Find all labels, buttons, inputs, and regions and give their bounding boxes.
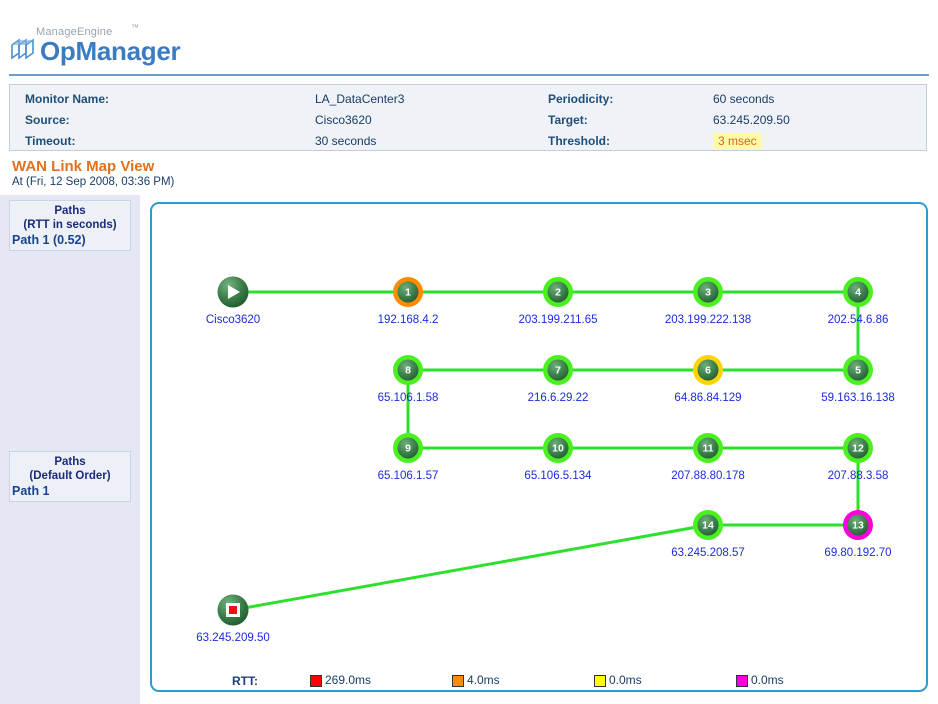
info-value-source: Cisco3620: [315, 113, 372, 127]
paths-default-item-path-1[interactable]: Path 1: [12, 484, 50, 498]
rtt-legend-value: 4.0ms: [467, 673, 500, 687]
map-node-label: 69.80.192.70: [824, 547, 892, 559]
map-node-label: 59.163.16.138: [821, 392, 895, 404]
map-node-number: 12: [852, 443, 864, 455]
map-node-number: 14: [702, 520, 714, 532]
map-node-label: 192.168.4.2: [377, 314, 439, 326]
map-node-5[interactable]: 5: [843, 355, 873, 385]
stop-square-icon: [229, 606, 237, 614]
map-node-label: 202.54.6.86: [827, 314, 889, 326]
monitor-info-panel: Monitor Name: LA_DataCenter3 Source: Cis…: [9, 84, 927, 151]
info-label-threshold: Threshold:: [548, 134, 610, 148]
map-start-node-label: Cisco3620: [205, 314, 261, 326]
map-node-4[interactable]: 4: [843, 277, 873, 307]
map-node-number: 3: [705, 287, 711, 299]
page-timestamp: At (Fri, 12 Sep 2008, 03:36 PM): [12, 176, 175, 188]
paths-rtt-heading-line2: (RTT in seconds): [23, 219, 117, 231]
map-node-11[interactable]: 11: [693, 433, 723, 463]
map-node-label: 64.86.84.129: [674, 392, 742, 404]
trademark-symbol: ™: [131, 23, 139, 32]
paths-default-panel: Paths (Default Order) Path 1: [9, 451, 131, 502]
map-node-label: 207.88.3.58: [827, 470, 889, 482]
paths-rtt-heading: Paths (RTT in seconds): [10, 201, 130, 232]
map-node-number: 4: [855, 287, 861, 299]
info-label-target: Target:: [548, 113, 588, 127]
brand-subtitle: ManageEngine: [36, 26, 113, 38]
map-node-label: 63.245.208.57: [671, 547, 745, 559]
info-value-periodicity: 60 seconds: [713, 92, 775, 106]
paths-rtt-item-path-1[interactable]: Path 1 (0.52): [12, 233, 86, 247]
paths-rtt-heading-line1: Paths: [54, 205, 86, 217]
map-node-13[interactable]: 13: [843, 510, 873, 540]
map-node-6[interactable]: 6: [693, 355, 723, 385]
rtt-legend-swatch: [310, 675, 322, 687]
map-node-number: 2: [555, 287, 561, 299]
info-label-monitor-name: Monitor Name:: [25, 92, 109, 106]
rtt-legend-swatch: [736, 675, 748, 687]
map-node-number: 10: [552, 443, 564, 455]
map-node-10[interactable]: 10: [543, 433, 573, 463]
rtt-legend-value: 269.0ms: [325, 673, 372, 687]
map-node-number: 1: [405, 287, 411, 299]
map-node-2[interactable]: 2: [543, 277, 573, 307]
rtt-legend-title: RTT:: [232, 674, 258, 688]
rtt-legend-swatch: [452, 675, 464, 687]
map-node-label: 65.106.1.58: [377, 392, 439, 404]
map-node-label: 65.106.1.57: [377, 470, 439, 482]
map-node-number: 7: [555, 365, 561, 377]
rtt-legend: RTT: 269.0ms 4.0ms 0.0ms 0.0ms: [232, 672, 922, 690]
info-value-monitor-name: LA_DataCenter3: [315, 92, 405, 106]
map-node-number: 11: [702, 443, 713, 455]
app-header: ManageEngine ™ OpManager: [0, 0, 938, 76]
map-node-3[interactable]: 3: [693, 277, 723, 307]
paths-default-heading-line2: (Default Order): [29, 470, 111, 482]
rtt-legend-value: 0.0ms: [609, 673, 642, 687]
info-label-timeout: Timeout:: [25, 134, 76, 148]
info-value-timeout: 30 seconds: [315, 134, 377, 148]
map-node-number: 5: [855, 365, 861, 377]
info-value-threshold: 3 msec: [713, 133, 762, 149]
map-node-label: 207.88.80.178: [671, 470, 745, 482]
info-label-source: Source:: [25, 113, 70, 127]
map-node-number: 8: [405, 365, 411, 377]
brand-title: OpManager: [40, 36, 181, 66]
map-node-number: 6: [705, 365, 711, 377]
map-node-8[interactable]: 8: [393, 355, 423, 385]
rtt-legend-value: 0.0ms: [751, 673, 784, 687]
map-node-number: 9: [405, 443, 411, 455]
map-end-node-label: 63.245.209.50: [196, 632, 270, 644]
map-node-label: 203.199.222.138: [664, 314, 752, 326]
info-value-target: 63.245.209.50: [713, 113, 790, 127]
map-node-7[interactable]: 7: [543, 355, 573, 385]
paths-default-heading: Paths (Default Order): [10, 452, 130, 483]
header-divider: [9, 74, 929, 76]
map-node-9[interactable]: 9: [393, 433, 423, 463]
paths-rtt-panel: Paths (RTT in seconds) Path 1 (0.52): [9, 200, 131, 251]
map-node-14[interactable]: 14: [693, 510, 723, 540]
info-label-periodicity: Periodicity:: [548, 92, 614, 106]
map-node-number: 13: [852, 520, 864, 532]
map-node-label: 216.6.29.22: [527, 392, 589, 404]
map-node-label: 203.199.211.65: [518, 314, 598, 326]
map-node-label: 65.106.5.134: [524, 470, 592, 482]
map-start-node[interactable]: [217, 276, 249, 308]
paths-default-heading-line1: Paths: [54, 456, 86, 468]
play-triangle-icon: [228, 285, 240, 299]
rtt-legend-swatch: [594, 675, 606, 687]
map-node-1[interactable]: 1: [393, 277, 423, 307]
opmanager-logo-icon: [11, 38, 34, 60]
paths-sidebar: Paths (RTT in seconds) Path 1 (0.52) Pat…: [0, 195, 140, 704]
map-end-node[interactable]: [217, 594, 249, 626]
map-node-12[interactable]: 12: [843, 433, 873, 463]
page-title: WAN Link Map View: [12, 158, 155, 175]
